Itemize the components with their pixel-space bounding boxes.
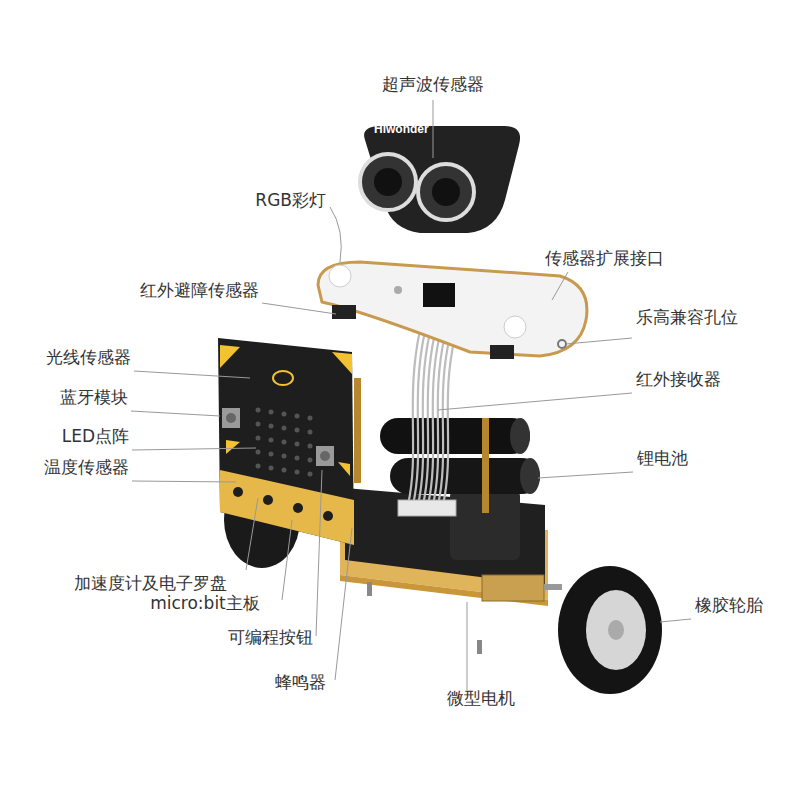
part-label: 超声波传感器 (382, 74, 484, 94)
brand-text: Hiwonder (374, 122, 429, 136)
part-label: 锂电池 (637, 448, 688, 468)
part-label: 加速度计及电子罗盘 (74, 573, 227, 593)
part-label: 温度传感器 (44, 457, 129, 477)
part-label: 可编程按钮 (228, 627, 313, 647)
part-label: 蜂鸣器 (275, 672, 326, 692)
part-label: 光线传感器 (46, 347, 131, 367)
part-label: 橡胶轮胎 (695, 595, 763, 615)
part-label: 红外接收器 (636, 369, 721, 389)
part-label: 红外避障传感器 (140, 280, 259, 300)
part-label: micro:bit主板 (150, 593, 260, 613)
part-label: 蓝牙模块 (60, 387, 128, 407)
part-label: LED点阵 (62, 426, 129, 446)
part-label: 微型电机 (447, 688, 515, 708)
part-label: RGB彩灯 (255, 190, 326, 210)
part-label: 传感器扩展接口 (545, 248, 664, 268)
part-label: 乐高兼容孔位 (636, 307, 738, 327)
